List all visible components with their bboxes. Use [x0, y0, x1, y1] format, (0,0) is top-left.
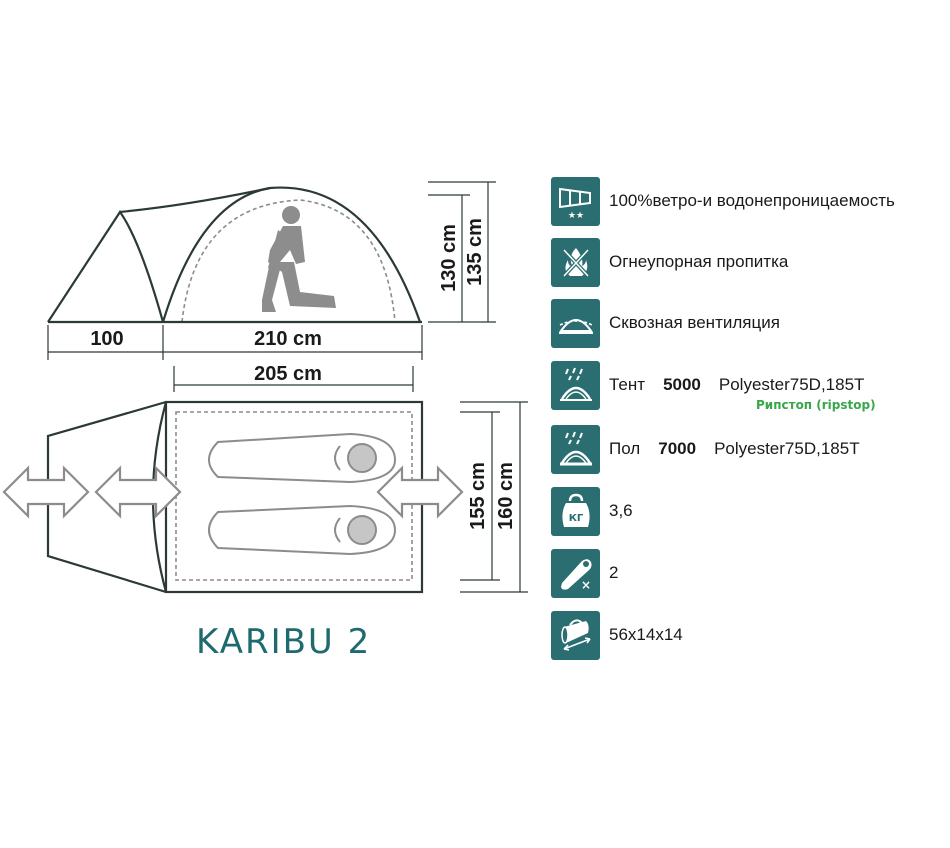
width-dimension	[460, 401, 528, 593]
entrance-arrow-middle-icon	[94, 465, 182, 519]
spec-floor: Пол 7000 Polyester75D,185T	[551, 424, 860, 474]
spec-fireproof: Огнеупорная пропитка	[551, 237, 788, 287]
height-dimension	[428, 181, 496, 323]
width-inner-label: 155 cm	[467, 462, 489, 530]
ventilation-icon	[551, 298, 600, 348]
sleeping-bag-bottom	[208, 504, 397, 556]
length-dimension	[47, 325, 423, 360]
spec-windproof: ★★ 100%ветро-и водонепроницаемость	[551, 176, 895, 226]
floor-length-label: 205 cm	[254, 363, 322, 385]
spec-pack-size: 56x14x14	[551, 610, 683, 660]
spec-floor-material: Polyester75D,185T	[714, 439, 860, 458]
pack-size-icon	[551, 610, 600, 660]
spec-weight: КГ 3,6	[551, 486, 633, 536]
spec-pack-size-text: 56x14x14	[609, 625, 683, 644]
height-inner-label: 130 cm	[438, 224, 460, 292]
windsock-icon: ★★	[551, 176, 600, 226]
no-fire-icon	[551, 237, 600, 287]
spec-ventilation: Сквозная вентиляция	[551, 298, 780, 348]
spec-capacity: × 2	[551, 548, 618, 598]
floor-length-dimension	[173, 366, 414, 392]
rain-tent-icon	[551, 360, 600, 410]
weight-icon-label: КГ	[568, 513, 583, 524]
side-view: 100 210 cm 130 cm 135 cm	[47, 181, 496, 360]
spec-fly-text: Тент 5000 Polyester75D,185T	[609, 375, 864, 395]
vestibule-outline	[47, 210, 165, 323]
inner-length-label: 210 cm	[254, 328, 322, 350]
spec-weight-text: 3,6	[609, 501, 633, 520]
svg-text:★★: ★★	[567, 211, 583, 221]
sleeping-bag-icon: ×	[551, 548, 600, 598]
spec-ventilation-text: Сквозная вентиляция	[609, 313, 780, 332]
dome-front-arc	[161, 186, 271, 323]
vestibule-length-label: 100	[90, 328, 123, 350]
sleeping-bag-top	[208, 432, 397, 484]
spec-capacity-text: 2	[609, 563, 619, 582]
spec-fly-material: Polyester75D,185T	[718, 375, 865, 394]
kneeling-person-icon	[262, 206, 336, 312]
spec-fly: Тент 5000 Polyester75D,185T	[551, 360, 864, 410]
inner-tent-dashed	[181, 199, 396, 323]
spec-fly-label: Тент	[609, 375, 646, 394]
floor-view: 205 cm	[2, 363, 528, 594]
dome-outline	[119, 186, 422, 323]
spec-floor-label: Пол	[609, 439, 641, 458]
rain-floor-icon	[551, 424, 600, 474]
entrance-arrow-left-icon	[2, 465, 90, 519]
spec-floor-text: Пол 7000 Polyester75D,185T	[609, 439, 860, 459]
spec-fly-note: Рипстоп (ripstop)	[756, 398, 876, 412]
width-outer-label: 160 cm	[495, 462, 517, 530]
spec-windproof-text: 100%ветро-и водонепроницаемость	[609, 191, 895, 210]
weight-icon: КГ	[551, 486, 600, 536]
spec-floor-value: 7000	[658, 439, 697, 458]
model-name: KARIBU 2	[196, 622, 372, 662]
spec-fireproof-text: Огнеупорная пропитка	[609, 252, 789, 271]
spec-fly-value: 5000	[663, 375, 701, 394]
svg-text:×: ×	[580, 578, 590, 592]
entrance-arrow-right-icon	[376, 465, 464, 519]
height-outer-label: 135 cm	[464, 218, 486, 286]
